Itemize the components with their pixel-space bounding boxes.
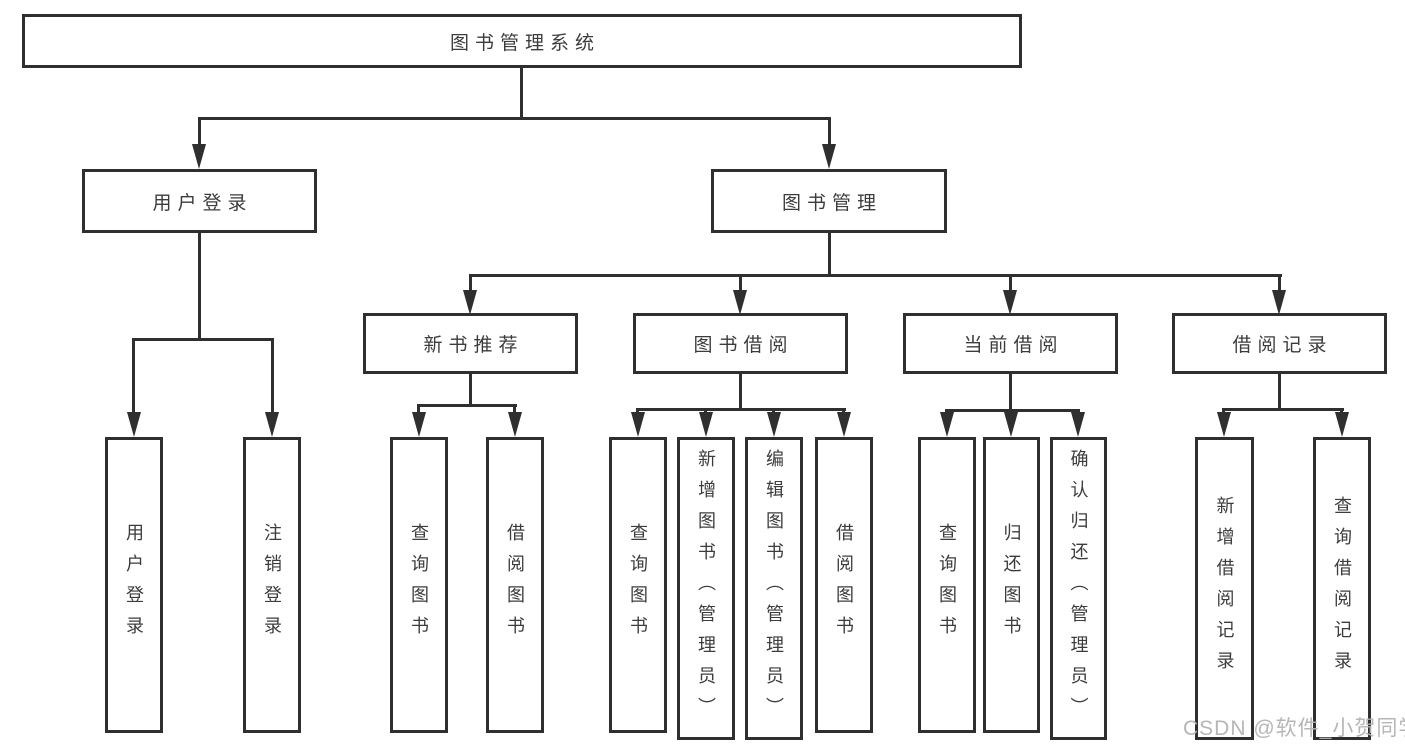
leaf-add-books-admin: 新增图书（管理员） bbox=[677, 437, 735, 740]
node-user-login: 用户登录 bbox=[82, 169, 317, 233]
arrow-head bbox=[940, 412, 954, 437]
leaf-logout: 注销登录 bbox=[243, 437, 301, 733]
leaf-query-books-recommend-label: 查询图书 bbox=[409, 523, 429, 647]
connector-vline bbox=[1077, 409, 1080, 414]
node-book-borrowing-label: 图书借阅 bbox=[693, 335, 794, 356]
arrow-head bbox=[1335, 412, 1349, 437]
arrow-head bbox=[127, 412, 141, 437]
leaf-query-borrow-record: 查询借阅记录 bbox=[1313, 437, 1371, 740]
arrow-head bbox=[631, 412, 645, 437]
connector-hline bbox=[469, 274, 1282, 277]
arrow-head bbox=[767, 412, 781, 437]
connector-vline bbox=[271, 338, 274, 414]
connector-vline bbox=[828, 117, 831, 145]
leaf-edit-books-admin-label: 编辑图书（管理员） bbox=[764, 449, 784, 728]
leaf-borrow-books-recommend: 借阅图书 bbox=[486, 437, 544, 733]
connector-vline bbox=[198, 117, 201, 145]
leaf-return-books: 归还图书 bbox=[983, 437, 1040, 733]
node-book-borrowing: 图书借阅 bbox=[633, 313, 848, 374]
leaf-add-borrow-record: 新增借阅记录 bbox=[1195, 437, 1254, 740]
connector-vline bbox=[636, 408, 639, 414]
leaf-borrow-books-borrowing: 借阅图书 bbox=[815, 437, 873, 733]
leaf-query-books-recommend: 查询图书 bbox=[390, 437, 448, 733]
connector-vline bbox=[739, 374, 742, 411]
connector-vline bbox=[772, 408, 775, 414]
connector-vline bbox=[828, 233, 831, 277]
arrow-head bbox=[1004, 412, 1018, 437]
connector-vline bbox=[1222, 408, 1225, 414]
connector-vline bbox=[198, 233, 201, 341]
connector-vline bbox=[1010, 409, 1013, 414]
arrow-head bbox=[508, 412, 522, 437]
arrow-head bbox=[412, 412, 426, 437]
node-library-system: 图书管理系统 bbox=[22, 14, 1022, 68]
leaf-query-books-current: 查询图书 bbox=[918, 437, 976, 733]
node-borrowing-records-label: 借阅记录 bbox=[1232, 335, 1333, 356]
leaf-confirm-return-admin-label: 确认归还（管理员） bbox=[1068, 449, 1089, 728]
node-new-book-recommend: 新书推荐 bbox=[363, 313, 578, 374]
connector-vline bbox=[842, 408, 845, 414]
connector-vline bbox=[132, 338, 135, 414]
connector-vline bbox=[417, 404, 420, 414]
arrow-head bbox=[733, 290, 747, 315]
connector-vline bbox=[469, 274, 472, 292]
arrow-head bbox=[699, 412, 713, 437]
connector-hline bbox=[198, 117, 831, 120]
connector-vline bbox=[1278, 374, 1281, 411]
connector-vline bbox=[1009, 374, 1012, 412]
leaf-query-books-current-label: 查询图书 bbox=[937, 523, 957, 647]
connector-vline bbox=[1340, 408, 1343, 414]
node-library-system-label: 图书管理系统 bbox=[449, 32, 600, 54]
node-new-book-recommend-label: 新书推荐 bbox=[423, 335, 524, 356]
arrow-head bbox=[463, 290, 477, 315]
connector-vline bbox=[1278, 274, 1281, 292]
node-current-borrowing-label: 当前借阅 bbox=[963, 335, 1064, 356]
connector-vline bbox=[704, 408, 707, 414]
arrow-head bbox=[192, 144, 206, 169]
leaf-confirm-return-admin: 确认归还（管理员） bbox=[1050, 437, 1107, 740]
connector-vline bbox=[1009, 274, 1012, 292]
node-current-borrowing: 当前借阅 bbox=[903, 313, 1118, 374]
connector-vline bbox=[945, 409, 948, 414]
connector-vline bbox=[520, 68, 523, 118]
node-user-login-label: 用户登录 bbox=[152, 192, 253, 214]
leaf-user-login: 用户登录 bbox=[105, 437, 163, 733]
leaf-add-books-admin-label: 新增图书（管理员） bbox=[696, 449, 716, 728]
arrow-head bbox=[265, 412, 279, 437]
arrow-head bbox=[837, 412, 851, 437]
connector-hline bbox=[636, 408, 846, 411]
connector-vline bbox=[469, 374, 472, 407]
connector-vline bbox=[513, 404, 516, 414]
connector-hline bbox=[417, 404, 517, 407]
leaf-query-books-borrowing: 查询图书 bbox=[609, 437, 667, 733]
arrow-head bbox=[1217, 412, 1231, 437]
node-borrowing-records: 借阅记录 bbox=[1172, 313, 1387, 374]
node-book-management: 图书管理 bbox=[711, 169, 947, 233]
arrow-head bbox=[1071, 412, 1085, 437]
connector-hline bbox=[132, 338, 274, 341]
leaf-return-books-label: 归还图书 bbox=[1001, 523, 1022, 647]
connector-hline bbox=[1222, 408, 1344, 411]
connector-vline bbox=[739, 274, 742, 292]
leaf-user-login-label: 用户登录 bbox=[124, 523, 144, 647]
leaf-borrow-books-recommend-label: 借阅图书 bbox=[505, 523, 525, 647]
node-book-management-label: 图书管理 bbox=[781, 192, 882, 214]
leaf-logout-label: 注销登录 bbox=[262, 523, 282, 647]
leaf-query-books-borrowing-label: 查询图书 bbox=[628, 523, 648, 647]
arrow-head bbox=[1003, 290, 1017, 315]
arrow-head bbox=[822, 144, 836, 169]
csdn-watermark: CSDN @软件_小贺同学 bbox=[1183, 717, 1405, 740]
arrow-head bbox=[1272, 290, 1286, 315]
leaf-query-borrow-record-label: 查询借阅记录 bbox=[1332, 495, 1352, 682]
leaf-add-borrow-record-label: 新增借阅记录 bbox=[1214, 495, 1235, 682]
leaf-edit-books-admin: 编辑图书（管理员） bbox=[745, 437, 803, 740]
leaf-borrow-books-borrowing-label: 借阅图书 bbox=[834, 523, 854, 647]
